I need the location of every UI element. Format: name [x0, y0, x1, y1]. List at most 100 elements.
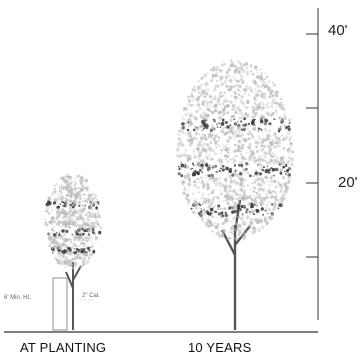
foliage-dot — [205, 224, 208, 227]
foliage-dot — [228, 169, 232, 172]
foliage-dot — [254, 111, 259, 115]
foliage-dot — [202, 100, 206, 103]
foliage-dot — [186, 109, 188, 111]
foliage-dot — [282, 137, 286, 141]
foliage-dot — [243, 113, 247, 117]
foliage-dot — [250, 155, 253, 159]
foliage-dot — [86, 228, 89, 232]
foliage-dot — [61, 254, 65, 258]
foliage-dot — [256, 158, 259, 162]
foliage-dot — [215, 225, 219, 229]
foliage-dot — [177, 133, 180, 136]
foliage-dot — [188, 96, 191, 98]
foliage-dot — [218, 116, 222, 120]
foliage-dot — [237, 224, 241, 228]
foliage-dot — [53, 249, 56, 252]
foliage-dot — [224, 82, 226, 84]
foliage-dot — [251, 226, 255, 229]
foliage-dot — [246, 178, 248, 180]
foliage-dot — [267, 168, 271, 172]
foliage-dot — [183, 110, 185, 112]
foliage-dot — [215, 133, 217, 135]
foliage-dot — [237, 200, 240, 203]
foliage-dot — [271, 81, 274, 84]
foliage-dot — [253, 159, 258, 164]
foliage-dot — [201, 168, 203, 170]
foliage-dot — [50, 231, 53, 234]
foliage-dot — [177, 172, 181, 176]
foliage-dot — [240, 217, 243, 220]
foliage-dot — [265, 189, 268, 191]
foliage-dot — [97, 215, 101, 219]
foliage-dot — [262, 138, 266, 142]
foliage-dot — [257, 107, 260, 110]
foliage-dot — [84, 227, 87, 229]
foliage-dot — [209, 164, 211, 166]
foliage-dot — [240, 182, 244, 187]
foliage-dot — [87, 210, 91, 214]
foliage-dot — [69, 185, 72, 189]
foliage-dot — [219, 146, 221, 148]
foliage-dot — [186, 158, 188, 160]
foliage-dot — [240, 153, 243, 156]
foliage-dot — [91, 245, 94, 248]
foliage-dot — [188, 134, 193, 138]
foliage-dot — [284, 182, 287, 185]
foliage-dot — [200, 148, 204, 153]
tree-10-years-trunk — [220, 199, 251, 330]
foliage-dot — [235, 231, 238, 234]
foliage-dot — [231, 194, 234, 198]
foliage-dot — [261, 92, 263, 95]
foliage-dot — [281, 160, 285, 164]
foliage-dot — [264, 156, 267, 159]
foliage-dot — [237, 71, 240, 74]
foliage-dot — [288, 139, 291, 142]
foliage-dot — [279, 189, 282, 192]
foliage-dot — [193, 151, 195, 153]
foliage-dot — [87, 197, 91, 201]
foliage-dot — [182, 131, 185, 134]
foliage-dot — [262, 166, 265, 169]
foliage-dot — [85, 200, 89, 204]
foliage-dot — [53, 190, 56, 193]
foliage-dot — [74, 181, 77, 185]
foliage-dot — [265, 168, 268, 172]
foliage-dot — [78, 245, 80, 247]
foliage-dot — [241, 75, 244, 77]
foliage-dot — [246, 100, 250, 105]
foliage-dot — [260, 177, 264, 181]
foliage-dot — [76, 251, 79, 253]
foliage-dot — [245, 162, 249, 166]
foliage-dot — [59, 203, 62, 206]
foliage-dot — [245, 230, 249, 234]
foliage-dot — [217, 139, 220, 143]
foliage-dot — [193, 154, 196, 156]
foliage-dot — [83, 186, 87, 190]
foliage-dot — [248, 130, 251, 133]
foliage-dot — [201, 90, 204, 93]
foliage-dot — [232, 216, 236, 220]
foliage-dot — [63, 243, 67, 247]
foliage-dot — [282, 160, 286, 164]
foliage-dot — [211, 148, 215, 152]
foliage-dot — [197, 143, 201, 147]
foliage-dot — [244, 85, 249, 89]
foliage-dot — [57, 214, 60, 218]
foliage-dot — [224, 158, 227, 161]
foliage-dot — [201, 88, 204, 91]
foliage-dot — [240, 195, 242, 197]
foliage-dot — [200, 77, 203, 81]
foliage-dot — [232, 148, 235, 151]
foliage-dot — [89, 201, 92, 204]
foliage-dot — [198, 124, 203, 129]
foliage-dot — [258, 184, 262, 188]
foliage-dot — [81, 204, 83, 206]
foliage-dot — [275, 156, 278, 158]
foliage-dot — [207, 193, 210, 196]
foliage-dot — [199, 213, 203, 218]
foliage-dot — [289, 142, 293, 146]
foliage-dot — [195, 202, 200, 206]
foliage-dot — [58, 230, 61, 232]
foliage-dot — [72, 221, 76, 224]
foliage-dot — [61, 183, 63, 186]
